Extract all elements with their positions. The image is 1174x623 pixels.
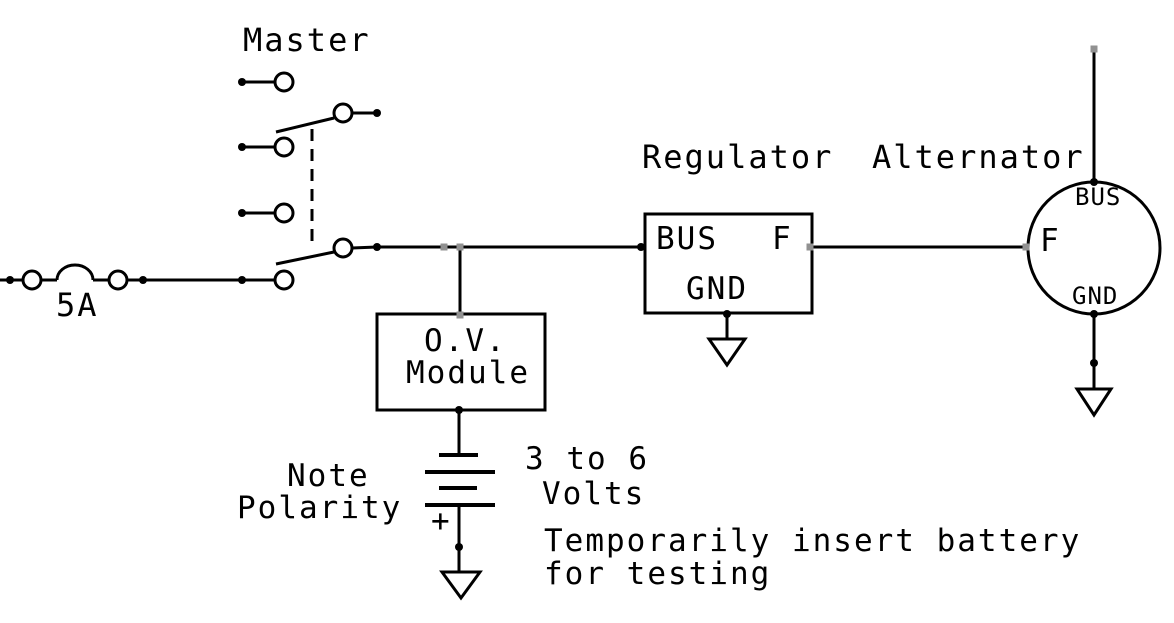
- ground-symbol: [1074, 387, 1114, 418]
- regulator-title: Regulator: [642, 138, 834, 176]
- alternator-title: Alternator: [872, 138, 1085, 176]
- selection-grips: [440, 45, 1098, 319]
- junction-dot: [238, 276, 246, 284]
- instruction-line2: for testing: [544, 556, 772, 592]
- fuse-terminal-right: [107, 269, 129, 291]
- switch-blade-upper: [275, 116, 335, 134]
- fuse-terminal-left: [21, 269, 43, 291]
- grip-handle: [1090, 45, 1098, 53]
- switch-contact: [273, 202, 295, 224]
- regulator-pin-gnd: GND: [686, 271, 748, 307]
- ground-symbol: [706, 337, 748, 368]
- junction-dot: [637, 243, 645, 251]
- junction-dot: [455, 543, 463, 551]
- switch-blade-lower: [275, 250, 335, 266]
- battery-ground: [439, 505, 483, 601]
- alternator-pin-f: F: [1040, 223, 1061, 259]
- battery-plus-sign: +: [431, 503, 452, 539]
- note-polarity-line1: Note: [287, 458, 370, 494]
- ov-module-label-line1: O.V.: [424, 323, 507, 359]
- instruction-line1: Temporarily insert battery: [544, 523, 1082, 559]
- junction-dot: [1090, 178, 1098, 186]
- master-switch-label: Master: [243, 21, 371, 59]
- switch-contact: [273, 269, 295, 291]
- fuse-rating-label: 5A: [56, 286, 99, 324]
- alternator-pin-gnd: GND: [1072, 282, 1119, 310]
- battery-voltage-line2: Volts: [542, 476, 646, 512]
- switch-contact: [273, 71, 295, 93]
- master-switch-symbol: [238, 71, 381, 291]
- switch-contact: [332, 102, 354, 124]
- regulator-box: [643, 212, 814, 315]
- note-polarity-line2: Polarity: [237, 490, 403, 526]
- bus-wire: [377, 243, 645, 314]
- grip-handle: [456, 311, 464, 319]
- regulator-pin-bus: BUS: [656, 221, 718, 257]
- grip-handle: [806, 243, 814, 251]
- grip-handle: [1022, 243, 1030, 251]
- ov-module-label-line2: Module: [406, 355, 530, 391]
- battery-voltage-line1: 3 to 6: [525, 441, 649, 477]
- ov-module-symbol: [375, 312, 547, 455]
- regulator-pin-f: F: [772, 221, 793, 257]
- grip-handle: [456, 243, 464, 251]
- regulator-symbol: [643, 212, 1028, 368]
- fuse-symbol: [0, 263, 276, 291]
- junction-dot: [6, 276, 14, 284]
- junction-dot: [1090, 359, 1098, 367]
- alternator-symbol: [1026, 52, 1162, 418]
- junction-dot: [373, 109, 381, 117]
- grip-handle: [440, 243, 448, 251]
- battery-symbol: [425, 453, 495, 507]
- alternator-pin-bus: BUS: [1075, 183, 1122, 211]
- fuse-element-arc: [55, 263, 95, 281]
- ground-symbol: [439, 570, 483, 601]
- switch-contact: [332, 237, 354, 259]
- switch-contact: [273, 136, 295, 158]
